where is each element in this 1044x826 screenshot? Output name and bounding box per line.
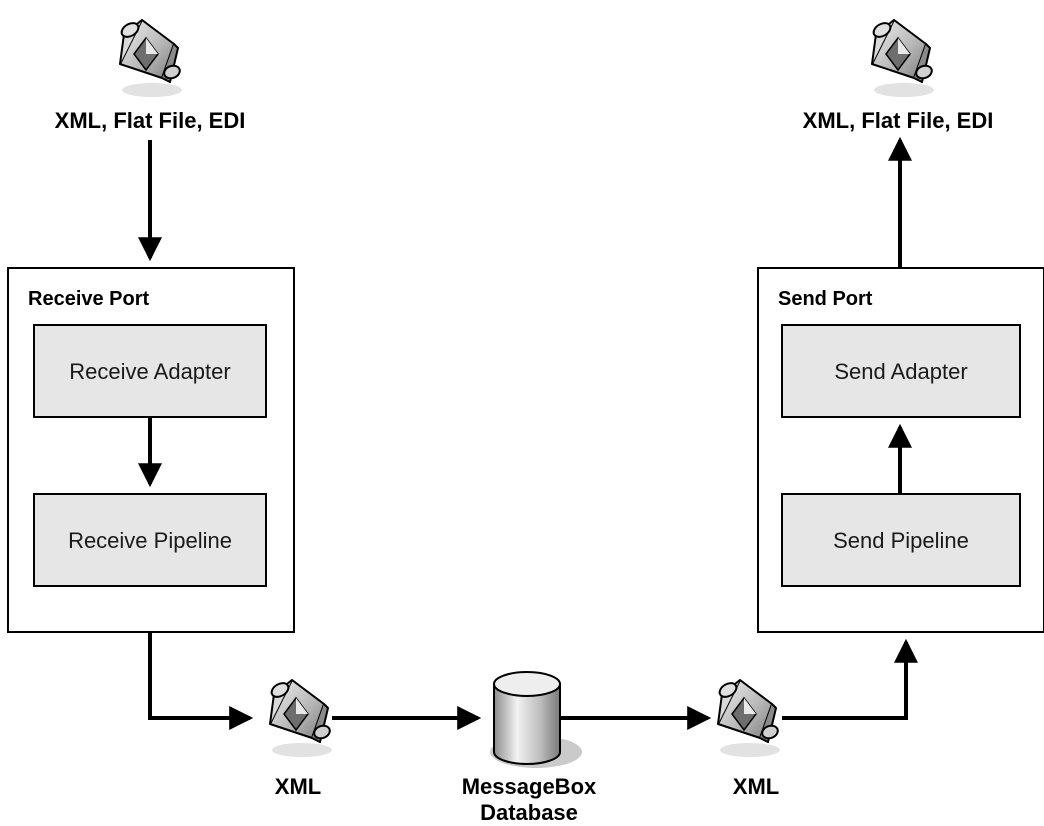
receive-pipeline-box	[33, 493, 267, 587]
send-pipeline-label: Send Pipeline	[833, 528, 969, 553]
messagebox-label: MessageBox	[462, 774, 597, 799]
message-document-icon-top-right	[870, 19, 935, 98]
send-adapter-label: Send Adapter	[834, 359, 967, 384]
send-adapter-box	[781, 324, 1021, 418]
message-document-icon-top-left	[118, 19, 183, 98]
send-port-title: Send Port	[778, 288, 873, 310]
send-port: Send Port Send Adapter Send Pipeline	[757, 267, 1044, 633]
arrow-receive-port-to-xml	[148, 632, 254, 730]
arrow-xml-to-send-port	[782, 638, 918, 720]
message-document-icon-xml-right	[716, 679, 781, 758]
receive-pipeline-label: Receive Pipeline	[68, 528, 232, 553]
receive-adapter-box	[33, 324, 267, 418]
xml-label-right: XML	[733, 774, 779, 799]
message-document-icon-xml-left	[268, 679, 333, 758]
receive-adapter-label: Receive Adapter	[69, 359, 230, 384]
database-label: Database	[480, 800, 578, 825]
output-format-label: XML, Flat File, EDI	[803, 108, 994, 133]
receive-port: Receive Port Receive Adapter Receive Pip…	[7, 267, 295, 633]
receive-port-title: Receive Port	[28, 288, 150, 310]
xml-label-left: XML	[275, 774, 321, 799]
database-cylinder-icon	[490, 671, 582, 768]
send-pipeline-box	[781, 493, 1021, 587]
input-format-label: XML, Flat File, EDI	[55, 108, 246, 133]
